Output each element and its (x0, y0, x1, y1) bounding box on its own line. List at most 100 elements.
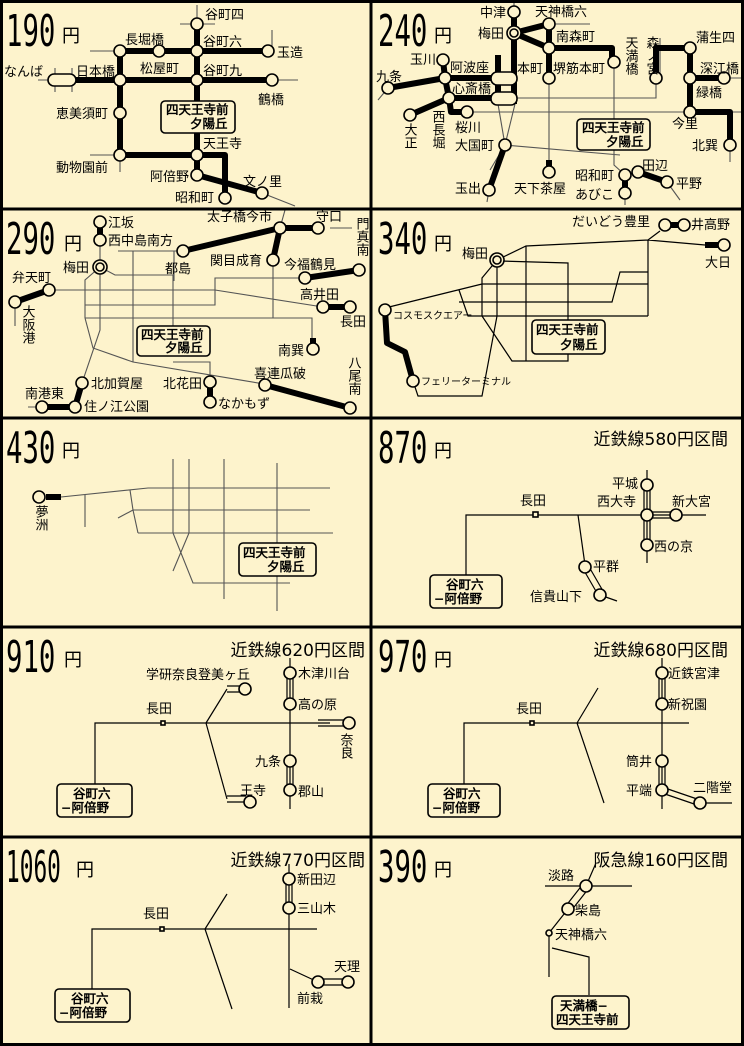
station-marker[interactable] (218, 191, 232, 205)
station-marker[interactable] (343, 401, 357, 415)
station-marker[interactable] (579, 879, 593, 893)
station-marker[interactable] (68, 400, 82, 414)
station-marker[interactable] (578, 560, 592, 574)
station-marker[interactable] (306, 342, 320, 356)
station-marker[interactable] (42, 283, 56, 297)
station-marker[interactable] (352, 263, 366, 277)
station-marker[interactable] (542, 41, 556, 55)
station-marker[interactable] (498, 138, 512, 152)
station-marker[interactable] (542, 71, 556, 85)
station-marker[interactable] (403, 108, 417, 122)
station-marker[interactable] (283, 783, 297, 797)
station-marker[interactable] (342, 716, 356, 730)
station-marker[interactable] (341, 975, 355, 989)
station-marker[interactable] (655, 783, 669, 797)
station-marker[interactable] (298, 271, 312, 285)
station-marker[interactable] (176, 244, 190, 258)
station-marker[interactable] (618, 186, 632, 200)
station-marker[interactable] (717, 238, 731, 252)
station-marker[interactable] (542, 165, 556, 179)
station-marker[interactable] (258, 378, 272, 392)
station-marker[interactable] (283, 666, 297, 680)
station-marker[interactable] (649, 71, 663, 85)
station-marker[interactable] (283, 697, 297, 711)
station-marker[interactable] (545, 929, 553, 937)
station-marker[interactable] (655, 754, 669, 768)
station-marker[interactable] (723, 138, 737, 152)
station-marker[interactable] (381, 81, 395, 95)
station-marker[interactable] (640, 508, 654, 522)
station-marker[interactable] (669, 508, 683, 522)
station-marker[interactable] (529, 720, 535, 726)
station-marker[interactable] (243, 795, 257, 809)
station-marker[interactable] (607, 55, 621, 69)
station-marker[interactable] (482, 183, 496, 197)
station-marker[interactable] (640, 538, 654, 552)
station-marker[interactable] (490, 91, 518, 106)
station-marker[interactable] (460, 105, 474, 119)
station-marker[interactable] (255, 186, 269, 200)
station-label: 昭和町 (575, 169, 614, 184)
station-marker[interactable] (542, 17, 556, 31)
station-marker[interactable] (190, 44, 204, 58)
station-marker[interactable] (152, 44, 166, 58)
station-marker[interactable] (282, 901, 296, 915)
station-marker[interactable] (311, 975, 325, 989)
station-marker[interactable] (677, 218, 691, 232)
station-marker[interactable] (655, 697, 669, 711)
station-marker[interactable] (283, 754, 297, 768)
station-marker[interactable] (683, 105, 697, 119)
station-marker[interactable] (113, 148, 127, 162)
station-marker[interactable] (32, 490, 46, 504)
station-marker[interactable] (593, 588, 607, 602)
station-marker[interactable] (343, 300, 357, 314)
fare-amount: 1060 (6, 843, 61, 893)
station-marker[interactable] (406, 374, 420, 388)
station-marker[interactable] (490, 71, 518, 86)
station-marker[interactable] (160, 720, 166, 726)
station-marker[interactable] (203, 395, 217, 409)
station-marker[interactable] (683, 71, 697, 85)
station-marker[interactable] (47, 73, 77, 87)
station-marker[interactable] (316, 300, 330, 314)
station-marker[interactable] (532, 511, 539, 518)
station-marker[interactable] (35, 400, 49, 414)
station-marker[interactable] (640, 478, 654, 492)
station-marker[interactable] (693, 796, 707, 810)
station-marker[interactable] (618, 168, 632, 182)
station-marker[interactable] (113, 73, 127, 87)
station-marker[interactable] (75, 376, 89, 390)
station-marker[interactable] (203, 375, 217, 389)
station-marker[interactable] (8, 295, 22, 309)
station-marker[interactable] (660, 175, 674, 189)
station-marker[interactable] (436, 53, 450, 67)
station-marker[interactable] (631, 165, 645, 179)
station-marker[interactable] (561, 902, 575, 916)
station-marker[interactable] (93, 215, 107, 229)
station-marker[interactable] (683, 41, 697, 55)
station-marker[interactable] (113, 44, 127, 58)
station-marker[interactable] (438, 71, 452, 85)
station-marker[interactable] (311, 221, 325, 235)
station-marker[interactable] (159, 926, 165, 932)
station-marker[interactable] (717, 71, 731, 85)
station-marker[interactable] (273, 221, 287, 235)
station-marker[interactable] (658, 218, 672, 232)
station-marker[interactable] (282, 872, 296, 886)
stations (378, 218, 731, 388)
station-marker[interactable] (190, 148, 204, 162)
station-label: 中津 (480, 6, 506, 21)
station-marker[interactable] (261, 44, 275, 58)
station-marker[interactable] (378, 303, 392, 317)
station-marker[interactable] (507, 5, 521, 19)
station-marker[interactable] (93, 233, 107, 247)
station-marker[interactable] (190, 17, 204, 31)
station-marker[interactable] (266, 253, 280, 267)
station-marker[interactable] (190, 168, 204, 182)
station-marker[interactable] (442, 91, 456, 105)
station-marker[interactable] (190, 73, 204, 87)
station-marker[interactable] (238, 682, 252, 696)
station-marker[interactable] (265, 73, 279, 87)
station-marker[interactable] (113, 106, 127, 120)
station-marker[interactable] (655, 666, 669, 680)
